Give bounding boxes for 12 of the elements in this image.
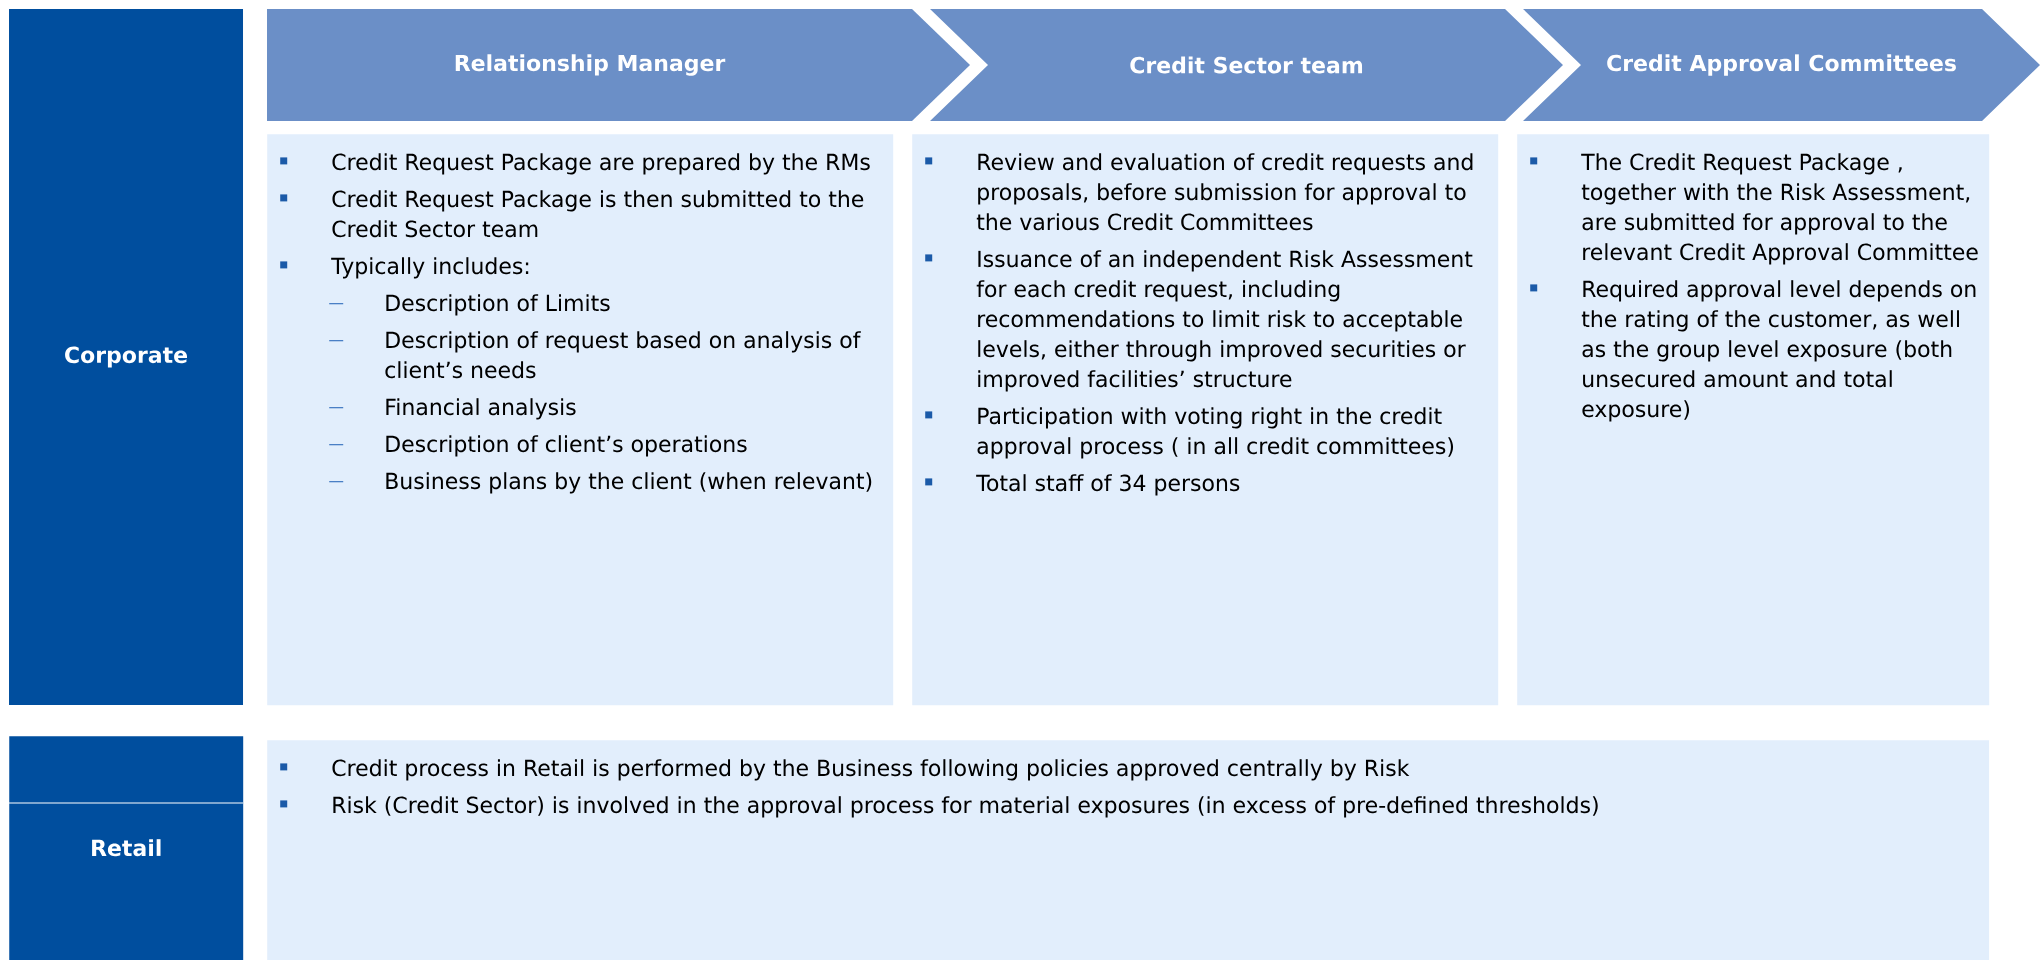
node-label: Credit Approval Committees <box>1607 54 1956 76</box>
step-banner: Credit Approval Committees <box>1523 9 2040 121</box>
content-panel: Credit Request Package are prepared by the RMs Credit Request Package is then submitted to the Credit Sector team Typically includes: Description of Limits Description of request based on analysis of client’s needs Financial analysis Description of client’s operations Business plans by the client (when relevant) <box>267 134 894 706</box>
node-label: Credit Sector team <box>1130 56 1363 74</box>
node-label: Relationship Manager <box>455 54 726 76</box>
content-panel: Review and evaluation of credit requests and proposals, before submission for approval to the various Credit Committees Issuance of an independent Risk Assessment for each credit request, including recommendations to limit risk to acceptable levels, either through improved securities or improved facilities’ structure Participation with voting right in the credit approval process ( in all credit committees) Total staff of 34 persons <box>912 134 1499 706</box>
step-banner: Relationship Manager <box>267 9 970 121</box>
content-panel: The Credit Request Package , together with the Risk Assessment, are submitted for approval to the relevant Credit Approval Committee Required approval level depends on the rating of the customer, as well as the group level exposure (both unsecured amount and total exposure) <box>1517 134 1990 706</box>
row-header: Corporate <box>9 9 243 705</box>
row-header: Retail <box>8 736 244 960</box>
content-panel: Credit process in Retail is performed by the Business following policies approved centrally by Risk Risk (Credit Sector) is involved in the approval process for material exposures (in excess of pre-defined thresholds) <box>267 740 1990 960</box>
step-banner: Credit Sector team <box>930 9 1563 121</box>
